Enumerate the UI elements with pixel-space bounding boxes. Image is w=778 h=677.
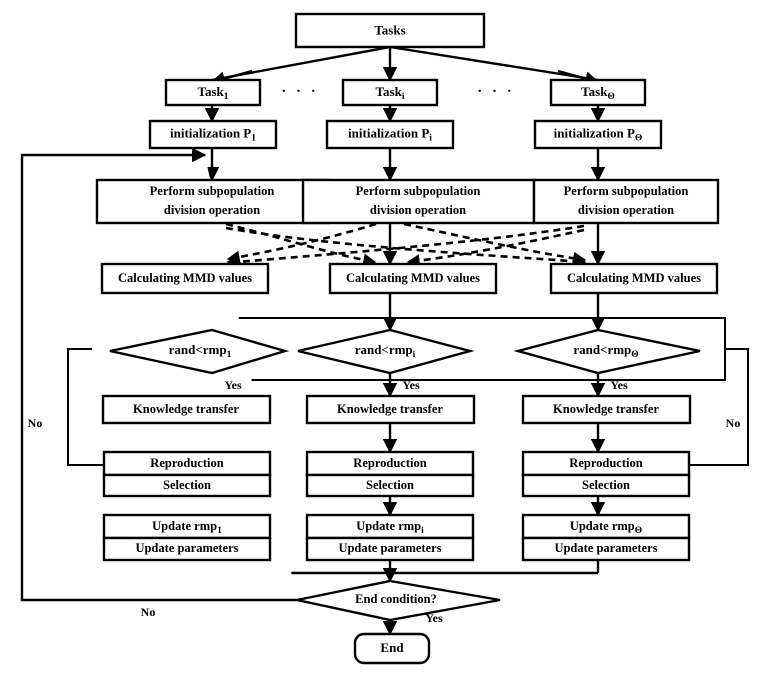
- perform-theta-line1: Perform subpopulation: [564, 184, 689, 198]
- update-rmp-1-label: Update rmp1: [152, 519, 222, 536]
- node-mmd-1[interactable]: [100, 262, 270, 295]
- reproduction-theta-label: Reproduction: [569, 456, 642, 470]
- node-knowledge-1[interactable]: [101, 394, 272, 425]
- dashed-performi-to-mmd1: [226, 222, 377, 264]
- update-params-1-label: Update parameters: [135, 541, 238, 555]
- decision-i-label: rand<rmpi: [355, 342, 416, 360]
- perform-i-line1: Perform subpopulation: [356, 184, 481, 198]
- node-perform-theta[interactable]: [532, 178, 720, 225]
- dashed-perform1-to-mmdi: [225, 222, 377, 267]
- node-mmd-theta[interactable]: [549, 262, 719, 295]
- perform-1-line1: Perform subpopulation: [150, 184, 275, 198]
- node-tasks[interactable]: [294, 12, 486, 49]
- perform-i-line2: division operation: [370, 203, 466, 217]
- task-theta-label: TaskΘ: [581, 84, 615, 102]
- tasks-label: Tasks: [374, 22, 405, 37]
- update-params-theta-label: Update parameters: [554, 541, 657, 555]
- mmd-1-label: Calculating MMD values: [118, 271, 252, 285]
- node-mmd-i[interactable]: [328, 262, 498, 295]
- label-yes-coltheta: Yes: [610, 378, 628, 392]
- selection-theta-label: Selection: [582, 478, 630, 492]
- update-rmp-theta-label: Update rmpΘ: [570, 519, 642, 536]
- node-end[interactable]: [353, 632, 431, 665]
- perform-theta-line2: division operation: [578, 203, 674, 217]
- reproduction-1-label: Reproduction: [150, 456, 223, 470]
- label-yes-end: Yes: [425, 611, 443, 625]
- node-update-params-theta[interactable]: [521, 536, 691, 562]
- node-decision-1[interactable]: [109, 328, 290, 375]
- node-init-theta[interactable]: [533, 119, 663, 150]
- node-decision-theta[interactable]: [513, 328, 701, 375]
- task-i-label: Taski: [376, 84, 405, 102]
- node-init-i[interactable]: [325, 119, 455, 150]
- knowledge-i-label: Knowledge transfer: [337, 402, 443, 416]
- reproduction-i-label: Reproduction: [353, 456, 426, 470]
- node-task-1[interactable]: [164, 78, 262, 107]
- ellipsis-right: · · ·: [477, 83, 515, 99]
- label-no-left: No: [28, 416, 43, 430]
- end-label: End: [380, 640, 404, 655]
- update-rmp-i-label: Update rmpi: [356, 519, 424, 536]
- node-task-theta[interactable]: [549, 78, 647, 107]
- init-i-label: initialization Pi: [348, 125, 432, 143]
- decision-theta-label: rand<rmpΘ: [573, 342, 638, 360]
- node-selection-1[interactable]: [102, 473, 272, 498]
- node-perform-1[interactable]: [95, 178, 330, 225]
- selection-i-label: Selection: [366, 478, 414, 492]
- selection-1-label: Selection: [163, 478, 211, 492]
- node-selection-theta[interactable]: [521, 473, 691, 498]
- node-decision-i[interactable]: [297, 328, 475, 375]
- dashed-performtheta-to-mmdi: [406, 228, 585, 268]
- decision-1-label: rand<rmp1: [169, 342, 232, 360]
- edge-tasks-to-tasktheta: [389, 45, 599, 82]
- label-yes-coli: Yes: [402, 378, 420, 392]
- knowledge-1-label: Knowledge transfer: [133, 402, 239, 416]
- mmd-theta-label: Calculating MMD values: [567, 271, 701, 285]
- label-yes-col1: Yes: [224, 378, 242, 392]
- dashed-performi-to-mmdtheta: [403, 222, 587, 265]
- node-update-params-1[interactable]: [102, 536, 272, 562]
- dashed-performtheta-to-mmd1: [224, 224, 585, 269]
- end-condition-label: End condition?: [355, 592, 437, 606]
- label-no-bottom: No: [141, 605, 156, 619]
- knowledge-theta-label: Knowledge transfer: [553, 402, 659, 416]
- node-selection-i[interactable]: [305, 473, 475, 498]
- task-1-label: Task1: [197, 84, 228, 102]
- node-knowledge-i[interactable]: [305, 394, 476, 425]
- perform-1-line2: division operation: [164, 203, 260, 217]
- node-init-1[interactable]: [148, 119, 278, 150]
- mmd-i-label: Calculating MMD values: [346, 271, 480, 285]
- node-end-condition[interactable]: [296, 579, 501, 622]
- init-1-label: initialization P1: [170, 125, 256, 143]
- dashed-perform1-to-mmdtheta: [225, 226, 587, 268]
- node-task-i[interactable]: [341, 78, 439, 107]
- init-theta-label: initialization PΘ: [554, 125, 643, 143]
- label-no-right: No: [726, 416, 741, 430]
- ellipsis-left: · · ·: [281, 83, 319, 99]
- node-update-params-i[interactable]: [305, 536, 475, 562]
- update-params-i-label: Update parameters: [338, 541, 441, 555]
- node-knowledge-theta[interactable]: [521, 394, 692, 425]
